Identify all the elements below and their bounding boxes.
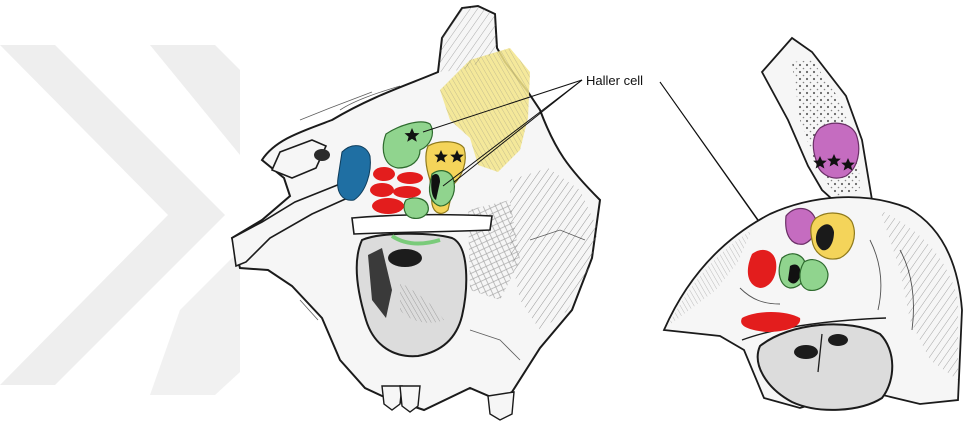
ostium: [388, 249, 422, 267]
right-ostium: [794, 345, 818, 359]
green-cell-right-b: [800, 260, 828, 291]
haller-cell-label: Haller cell: [586, 73, 643, 88]
green-cell-lower: [404, 198, 428, 218]
tooth-1: [382, 386, 402, 410]
foramen: [314, 149, 330, 161]
left-anatomy-drawing: [232, 6, 600, 420]
right-ostium-2: [828, 334, 848, 346]
watermark-chevron-icon: [0, 45, 240, 395]
right-anatomy-drawing: [664, 38, 962, 410]
tooth-3: [488, 392, 514, 420]
